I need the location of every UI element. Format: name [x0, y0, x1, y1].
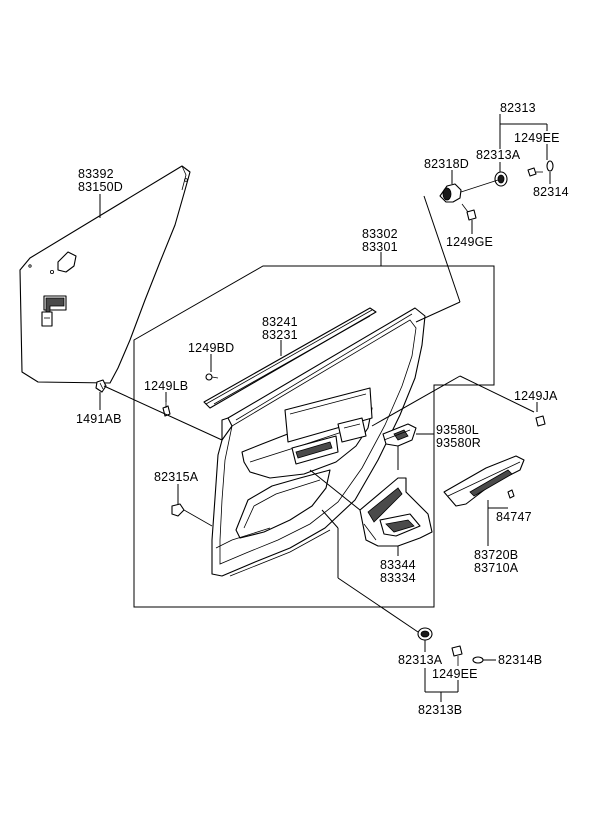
- screw-1249EE-bottom: [451, 645, 463, 666]
- power-window-switch: [382, 423, 417, 447]
- label-82313A-bottom: 82313A: [398, 653, 443, 667]
- label-1249BD: 1249BD: [188, 341, 234, 355]
- clip-82315A: [171, 503, 213, 527]
- leader-lower-to-panel-c: [321, 509, 339, 529]
- label-83301: 83301: [362, 240, 398, 254]
- leader-bezel-to-panel: [309, 469, 361, 511]
- label-1249EE-top: 1249EE: [514, 131, 560, 145]
- door-liner-sheet: [19, 165, 191, 384]
- weather-strip: [203, 307, 377, 409]
- leader-1491AB-to-panel: [103, 385, 223, 441]
- label-93580R: 93580R: [436, 436, 481, 450]
- label-83344: 83344: [380, 558, 416, 572]
- label-83720B: 83720B: [474, 548, 518, 562]
- label-82313-top: 82313: [500, 101, 536, 115]
- label-83241: 83241: [262, 315, 298, 329]
- label-1249GE: 1249GE: [446, 235, 493, 249]
- label-83302: 83302: [362, 227, 398, 241]
- door-garnish: [443, 455, 525, 507]
- screw-1249JA: [535, 415, 546, 427]
- leader-1249JA-to-panel: [459, 375, 535, 413]
- label-82315A: 82315A: [154, 470, 199, 484]
- label-82318D: 82318D: [424, 157, 469, 171]
- label-83334: 83334: [380, 571, 416, 585]
- label-1249LB: 1249LB: [144, 379, 188, 393]
- label-1249JA: 1249JA: [514, 389, 558, 403]
- leader-handle-to-panel: [423, 195, 461, 303]
- label-82314B: 82314B: [498, 653, 542, 667]
- label-1491AB: 1491AB: [76, 412, 122, 426]
- clip-84747: [507, 489, 515, 499]
- label-83710A: 83710A: [474, 561, 519, 575]
- cap-82313A-bottom: [417, 627, 433, 641]
- label-83392: 83392: [78, 167, 114, 181]
- label-82314: 82314: [533, 185, 569, 199]
- washer-82314B: [472, 656, 484, 664]
- leader-1249JA-panel-b: [371, 375, 461, 427]
- handle-82318D: [439, 179, 499, 203]
- label-84747: 84747: [496, 510, 532, 524]
- label-83150D: 83150D: [78, 180, 123, 194]
- pull-handle-bezel: [359, 477, 433, 547]
- leader-lower-to-panel: [337, 577, 419, 633]
- main-assembly-bracket: [133, 265, 495, 608]
- cap-82313A-top: [494, 171, 508, 187]
- label-82313B: 82313B: [418, 703, 462, 717]
- leader-handle-to-panel-b: [415, 301, 461, 323]
- screw-1249EE-top: [527, 167, 543, 177]
- label-82313A-top: 82313A: [476, 148, 521, 162]
- screw-1249GE: [461, 203, 477, 221]
- label-83231: 83231: [262, 328, 298, 342]
- label-1249EE-bottom: 1249EE: [432, 667, 478, 681]
- clip-1249BD: [205, 373, 219, 381]
- washer-82314: [546, 160, 554, 172]
- label-93580L: 93580L: [436, 423, 479, 437]
- clip-1491AB: [95, 379, 107, 393]
